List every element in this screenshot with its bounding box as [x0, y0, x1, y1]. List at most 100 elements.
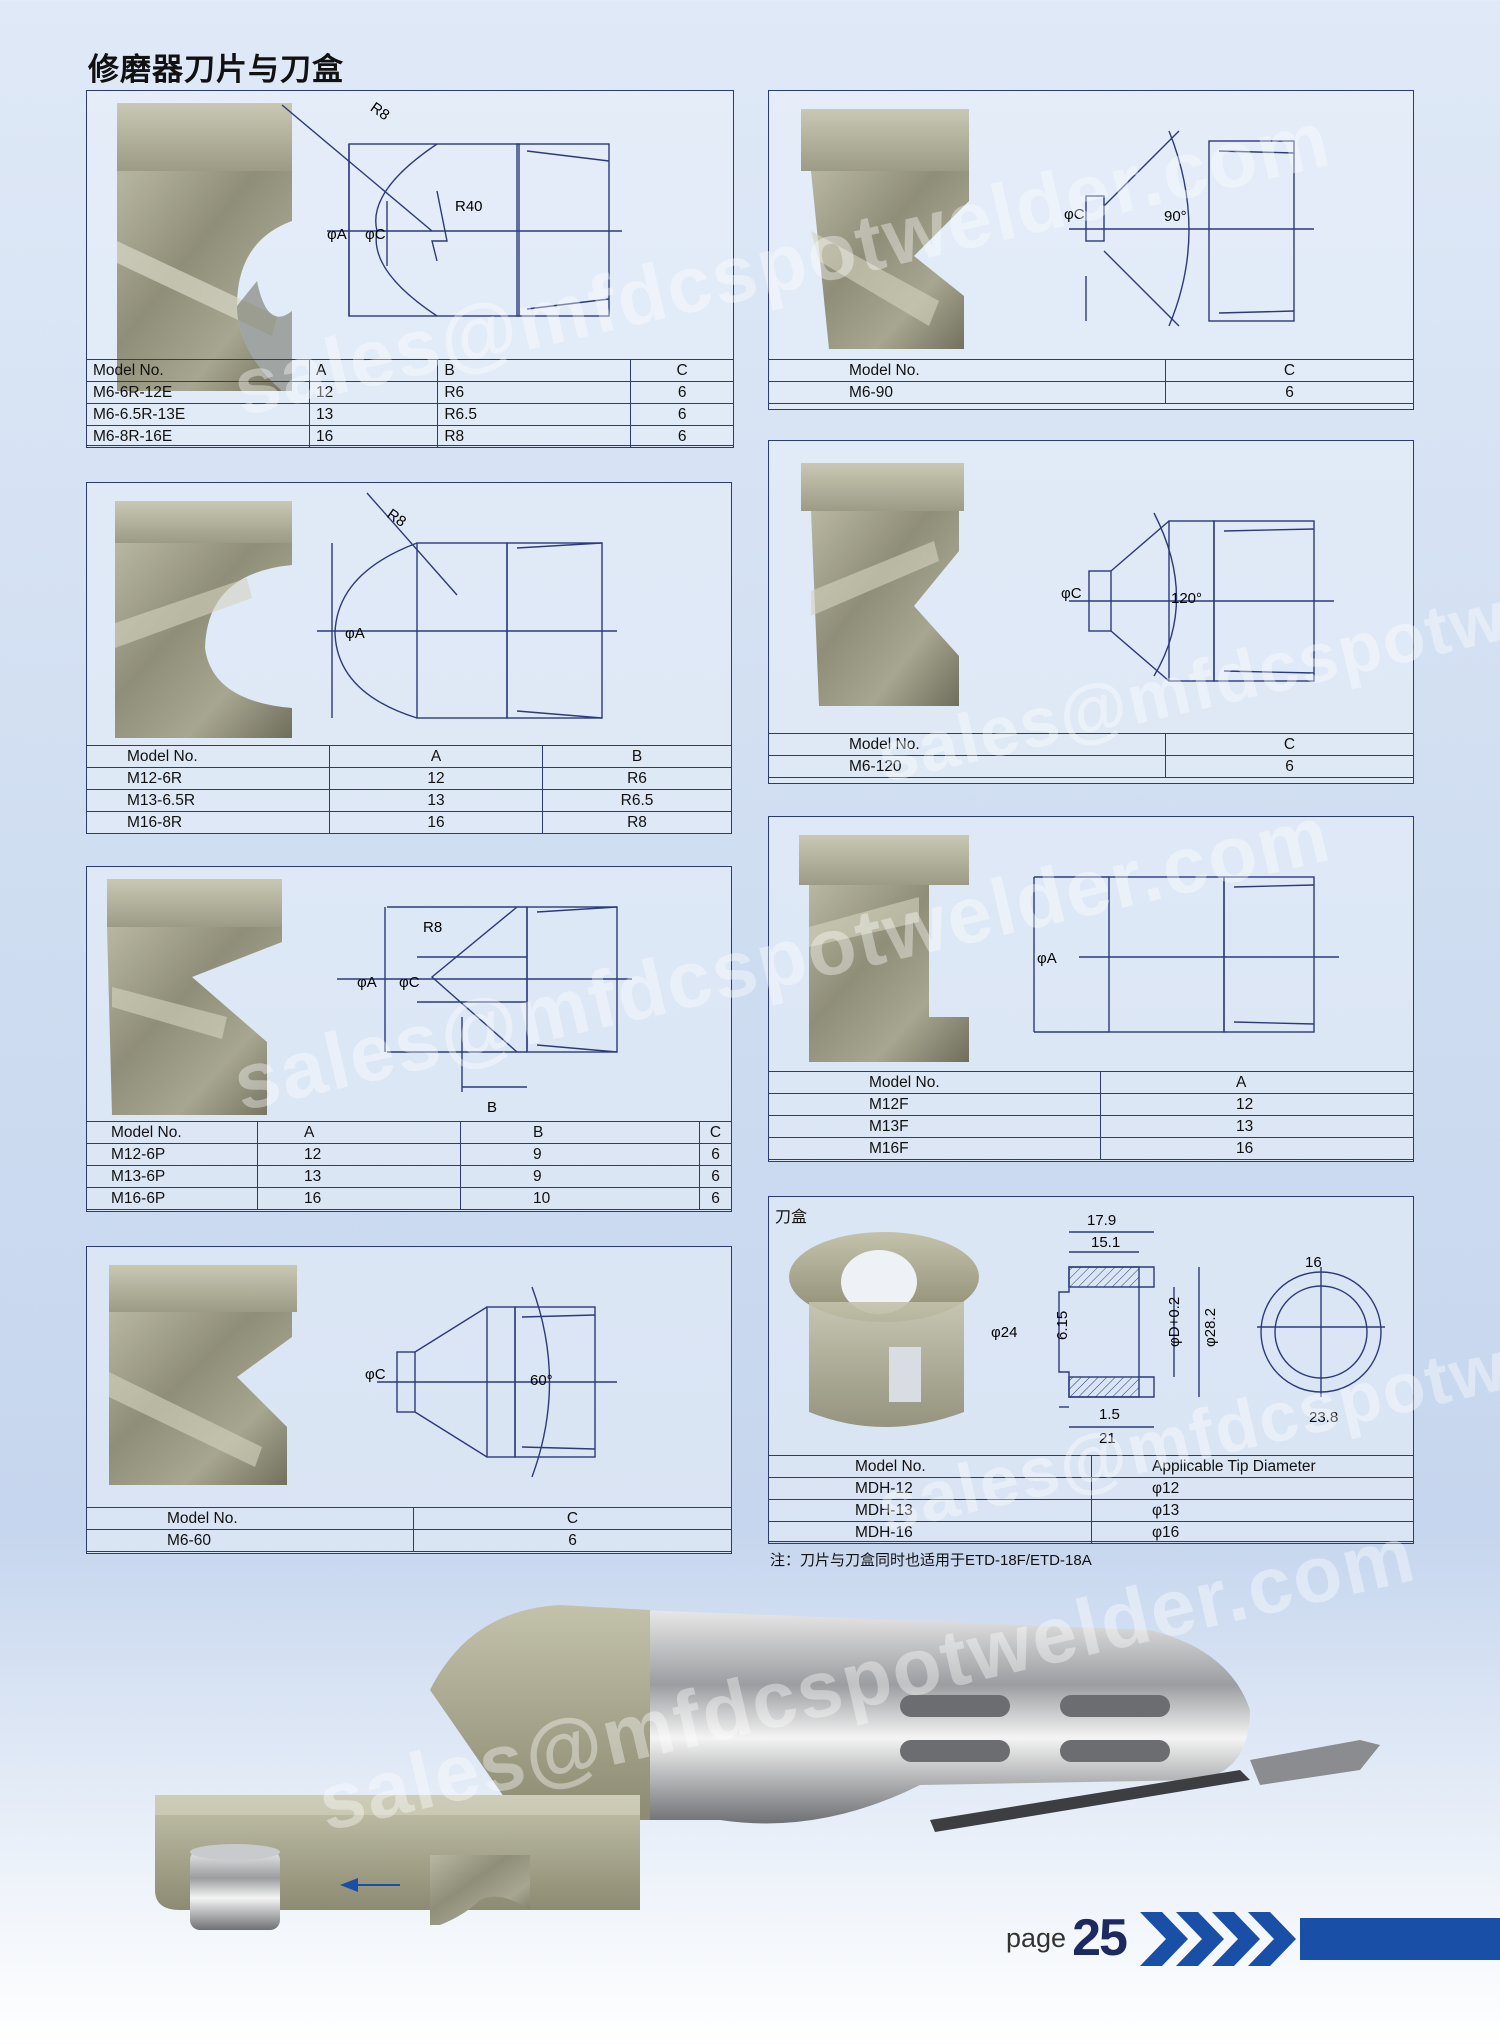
box-photo: [789, 1232, 979, 1427]
dim-r40: R40: [455, 198, 483, 215]
page-num: 25: [1072, 1909, 1128, 1967]
dim-c: φC: [1064, 206, 1085, 223]
dim-d: φD+0.2: [1166, 1297, 1183, 1347]
m6-90-drawing: φC 90°: [801, 109, 1314, 349]
dim-16: 16: [1305, 1254, 1322, 1271]
dim-21: 21: [1099, 1430, 1116, 1447]
dim-6-15: 6.15: [1054, 1311, 1071, 1340]
dim-28-2: φ28.2: [1202, 1308, 1219, 1347]
compatibility-note: 注：刀片与刀盒同时也适用于ETD-18F/ETD-18A: [770, 1552, 1092, 1569]
blade-photo: [115, 501, 292, 738]
dim-r8: R8: [384, 506, 409, 531]
dim-c: φC: [399, 974, 420, 991]
gear-head: [430, 1605, 650, 1820]
dim-17-9: 17.9: [1087, 1212, 1116, 1229]
blade-part: [430, 1855, 530, 1925]
table-header: Model No.C: [768, 359, 1414, 382]
page-label: page: [1006, 1922, 1067, 1953]
panel-tool-box: 刀盒 17.9 15.1 φ24 6.15 φD+0.2 φ28.2: [768, 1196, 1414, 1544]
arrow-left-icon: [340, 1878, 358, 1892]
trigger-lever: [930, 1770, 1250, 1832]
tool-box-drawing: 17.9 15.1 φ24 6.15 φD+0.2 φ28.2 1.5 21 1…: [789, 1212, 1385, 1447]
dim-angle: 90°: [1164, 208, 1187, 225]
page-title: 修磨器刀片与刀盒: [88, 52, 344, 87]
page-number: page 25: [1006, 1908, 1128, 1968]
m6-120-drawing: φC 120°: [801, 463, 1334, 706]
dim-angle: 120°: [1171, 590, 1202, 607]
f-blade-drawing: φA: [799, 835, 1339, 1062]
grip-slot: [1060, 1740, 1170, 1762]
dim-15-1: 15.1: [1091, 1234, 1120, 1251]
m12-r-drawing: R8 φA: [115, 492, 617, 738]
blade-photo: [109, 1265, 297, 1485]
blade-photo: [107, 879, 282, 1115]
dim-c: φC: [365, 1366, 386, 1383]
chevron-icon: [1140, 1912, 1296, 1966]
dim-angle: 60°: [530, 1372, 553, 1389]
dim-a: φA: [357, 974, 377, 991]
dim-r8: R8: [367, 99, 392, 124]
blade-photo: [801, 109, 969, 349]
dim-b: B: [487, 1099, 497, 1116]
blade-photo: [801, 463, 964, 706]
tool-box-part: [190, 1850, 280, 1930]
grip-slot: [1060, 1695, 1170, 1717]
blade-photo: [117, 103, 292, 391]
dim-r8: R8: [423, 919, 442, 936]
dim-c: φC: [1061, 585, 1082, 602]
blade-photo: [799, 835, 969, 1062]
grip-slot: [900, 1740, 1010, 1762]
p-blade-drawing: R8 φA φC B: [107, 879, 632, 1116]
footer-bar: [1300, 1918, 1500, 1960]
m6-60-drawing: φC 60°: [109, 1265, 617, 1485]
r-blade-drawing: R8 R40 φA φC: [117, 99, 622, 391]
parts-illustration: [190, 1844, 530, 1930]
table-header: Model No.C: [768, 733, 1414, 756]
box-label: 刀盒: [775, 1209, 808, 1226]
grip-slot: [900, 1695, 1010, 1717]
table-header: Model No.A: [768, 1071, 1414, 1094]
dim-a: φA: [345, 625, 365, 642]
dim-c: φC: [365, 226, 386, 243]
table-header: Model No.C: [86, 1507, 732, 1530]
dim-1-5: 1.5: [1099, 1406, 1120, 1423]
dim-23-8: 23.8: [1309, 1409, 1338, 1426]
air-fitting: [1250, 1740, 1380, 1785]
dim-a: φA: [327, 226, 347, 243]
dim-24: φ24: [991, 1324, 1017, 1341]
